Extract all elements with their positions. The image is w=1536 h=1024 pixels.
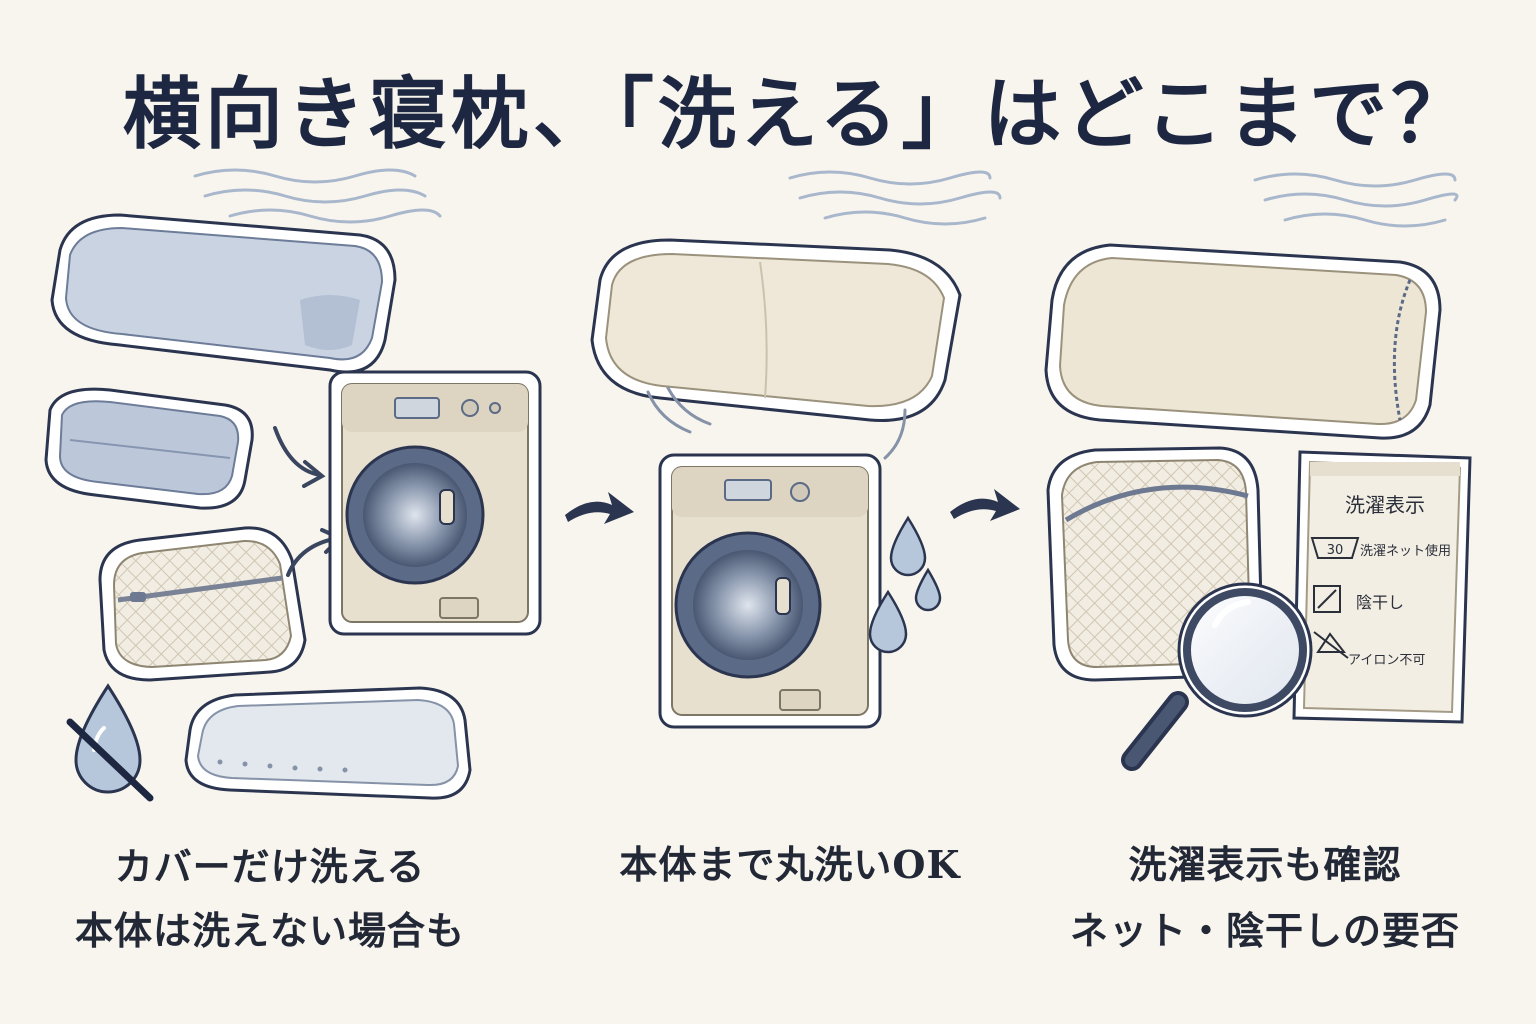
washing-machine-left	[328, 370, 542, 636]
column-1-caption-line2: 本体は洗えない場合も	[74, 908, 465, 953]
magnifying-glass-icon	[1121, 582, 1313, 771]
arrow-icon-into-machine-top	[273, 426, 326, 488]
water-drop-icons	[868, 515, 942, 654]
washing-machine-middle	[658, 453, 882, 729]
shade-dry-icon	[1313, 585, 1341, 613]
air-waves-right	[1253, 172, 1459, 228]
care-label-tag: 洗濯表示 30 洗濯ネット使用 陰干し アイロン不可	[1292, 450, 1472, 724]
arrow-icon-step-2	[950, 489, 1020, 521]
column-1-caption-line1: カバーだけ洗える	[114, 844, 426, 889]
care-label-heading: 洗濯表示	[1345, 493, 1425, 517]
contour-pillow-blue	[50, 213, 397, 374]
pillow-cover-folded	[44, 387, 254, 510]
column-2-caption-line1: 本体まで丸洗いOK	[619, 842, 961, 887]
care-label-row-shade: 陰干し	[1356, 593, 1404, 612]
motion-lines	[646, 386, 907, 460]
care-label-temperature: 30	[1327, 543, 1344, 558]
no-water-icon	[66, 683, 154, 802]
memory-foam-pillow	[184, 686, 472, 800]
column-3-caption-line2: ネット・陰干しの要否	[1069, 908, 1460, 953]
column-3-caption-line1: 洗濯表示も確認	[1128, 842, 1402, 887]
laundry-net-bag-left	[98, 526, 307, 682]
care-label-row-iron: アイロン不可	[1348, 653, 1425, 668]
air-waves-middle	[788, 170, 1002, 226]
care-label-row-net: 洗濯ネット使用	[1360, 543, 1451, 559]
pillow-cover-cream	[1044, 243, 1442, 440]
wash-tub-icon	[1310, 537, 1360, 559]
no-iron-icon	[1316, 632, 1347, 653]
page-title: 横向き寝枕、「洗える」はどこまで？	[122, 69, 1474, 160]
fluffy-pillow-cream	[590, 238, 962, 422]
arrow-icon-step-1	[565, 492, 634, 524]
air-waves-left	[193, 168, 442, 224]
